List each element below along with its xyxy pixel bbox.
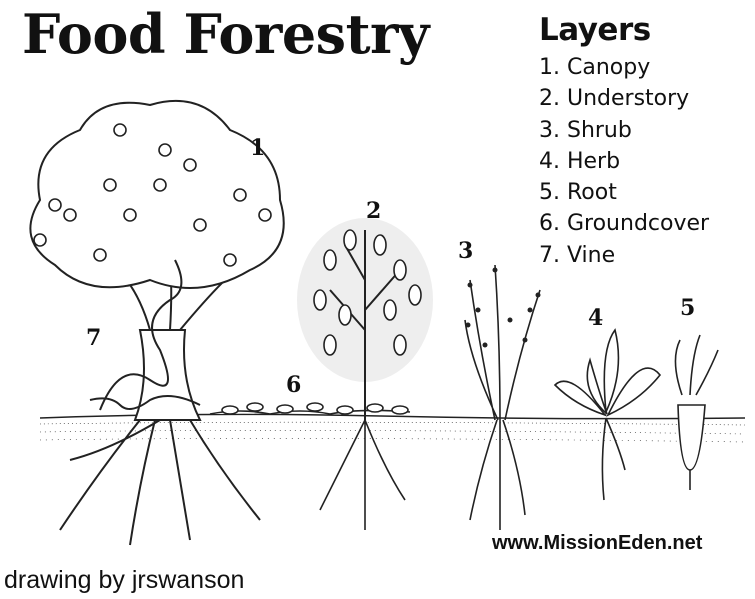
layer-number-7: 7 [86, 325, 101, 351]
legend-item-vine: 7. Vine [539, 240, 709, 271]
legend-item-understory: 2. Understory [539, 83, 709, 114]
legend-item-groundcover: 6. Groundcover [539, 208, 709, 239]
layer-number-6: 6 [286, 372, 301, 398]
legend-item-root: 5. Root [539, 177, 709, 208]
root-vegetable [675, 335, 718, 490]
legend-item-herb: 4. Herb [539, 146, 709, 177]
layer-number-3: 3 [458, 238, 473, 264]
groundcover-plants [210, 403, 410, 414]
herb-plant [555, 330, 660, 500]
canopy-tree [30, 101, 283, 545]
layer-number-2: 2 [366, 198, 381, 224]
layer-number-1: 1 [250, 135, 265, 161]
layer-number-4: 4 [588, 305, 603, 331]
diagram-title: Food Forestry [22, 2, 429, 66]
legend-heading: Layers [539, 12, 709, 48]
legend-item-shrub: 3. Shrub [539, 115, 709, 146]
drawing-credit: drawing by jrswanson [4, 566, 244, 595]
layer-number-5: 5 [680, 295, 695, 321]
website-url: www.MissionEden.net [492, 532, 702, 555]
legend-item-canopy: 1. Canopy [539, 52, 709, 83]
shrub-plant [465, 265, 541, 530]
layers-legend: Layers 1. Canopy 2. Understory 3. Shrub … [539, 12, 709, 271]
understory-tree [297, 218, 433, 530]
